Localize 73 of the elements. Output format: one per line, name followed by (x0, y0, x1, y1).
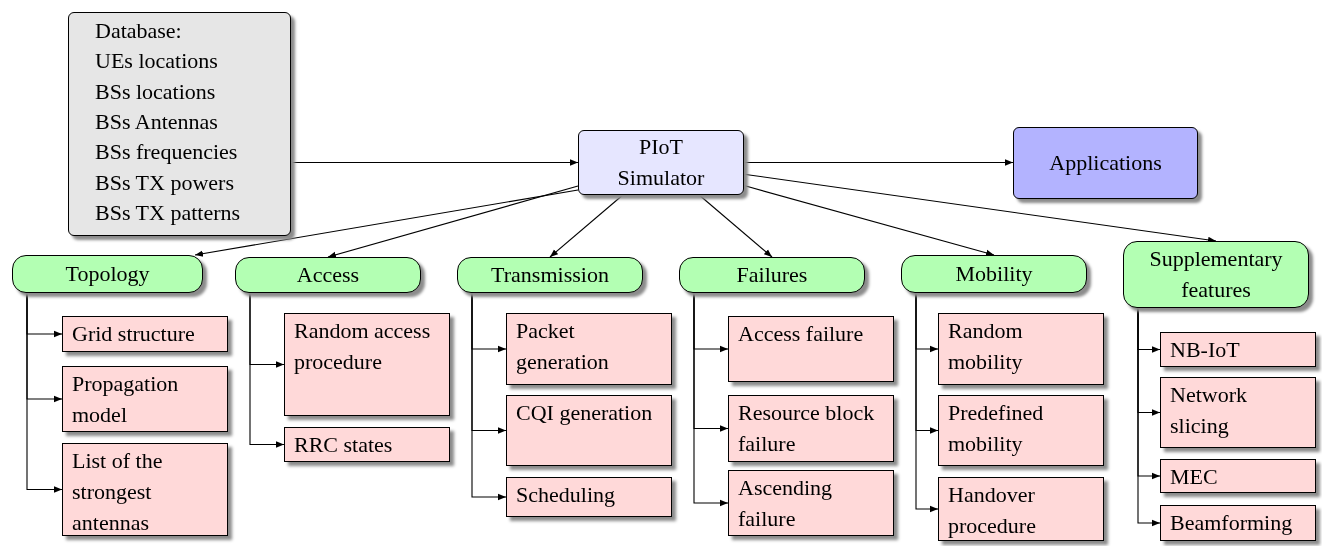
arrow (549, 194, 624, 258)
node-label: NB-IoT (1170, 336, 1240, 364)
feature-box (62, 366, 228, 432)
node-label: BSs TX patterns (95, 199, 241, 228)
node-label: BSs Antennas (95, 108, 218, 137)
arrow (26, 292, 63, 493)
node-label: Mobility (955, 259, 1033, 288)
feature-box (728, 316, 894, 382)
node-label: BSs locations (95, 77, 216, 106)
feature-box (1160, 505, 1316, 541)
arrow (1137, 307, 1161, 527)
node-label: Ascending failure (738, 474, 834, 533)
arrow (743, 185, 995, 256)
node-label: RRC states (294, 431, 393, 459)
feature-box (728, 470, 894, 536)
feature-box (938, 313, 1104, 385)
arrow (290, 159, 579, 166)
node-label: PIoT Simulator (616, 132, 706, 192)
node-label: CQI generation (516, 399, 653, 427)
arrow (698, 194, 773, 258)
node-label: Supplementary features (1148, 244, 1284, 304)
feature-box (938, 395, 1104, 466)
node-label: Packet generation (516, 317, 610, 376)
node-label: Database: (95, 17, 182, 45)
category-box (12, 255, 203, 293)
node-label: Applications (1049, 148, 1162, 177)
applications-box (1013, 127, 1198, 199)
node-label: Scheduling (516, 481, 615, 509)
node-label: BSs frequencies (95, 138, 238, 167)
arrow (693, 292, 729, 507)
feature-box (728, 395, 894, 462)
category-box (679, 257, 865, 293)
node-label: Random access procedure (294, 317, 432, 376)
node-label: MEC (1170, 463, 1218, 491)
feature-box (506, 313, 672, 385)
node-label: Network slicing (1170, 381, 1248, 440)
feature-box (1160, 332, 1316, 367)
feature-box (506, 395, 672, 466)
arrow (327, 185, 579, 258)
database-box (68, 12, 291, 236)
node-label: Handover procedure (948, 481, 1037, 540)
node-label: Failures (736, 260, 808, 289)
node-label: Beamforming (1170, 509, 1293, 537)
category-box (901, 255, 1087, 293)
feature-box (284, 427, 450, 462)
node-label: Transmission (491, 260, 609, 289)
arrow (249, 292, 285, 448)
feature-box (284, 313, 450, 416)
node-label: Access failure (738, 320, 864, 348)
category-box (457, 257, 643, 293)
arrow (194, 189, 579, 257)
feature-box (62, 443, 228, 536)
node-label: BSs TX powers (95, 168, 234, 197)
arrow (915, 292, 939, 513)
node-label: Random mobility (948, 317, 1024, 376)
node-label: Resource block failure (738, 399, 876, 458)
feature-box (62, 316, 228, 352)
arrow (743, 159, 1014, 166)
node-label: Grid structure (72, 320, 195, 348)
arrow (471, 292, 507, 501)
node-label: Predefined mobility (948, 399, 1045, 458)
node-label: Topology (65, 259, 150, 288)
simulator-box (578, 130, 744, 195)
node-label: Propagation model (72, 370, 180, 429)
feature-box (506, 477, 672, 517)
node-label: List of the strongest antennas (72, 447, 164, 537)
feature-box (1160, 377, 1316, 448)
category-box (1123, 241, 1309, 308)
category-box (235, 257, 421, 293)
feature-box (938, 477, 1104, 541)
node-label: UEs locations (95, 47, 218, 76)
node-label: Access (296, 260, 360, 289)
feature-box (1160, 459, 1316, 493)
